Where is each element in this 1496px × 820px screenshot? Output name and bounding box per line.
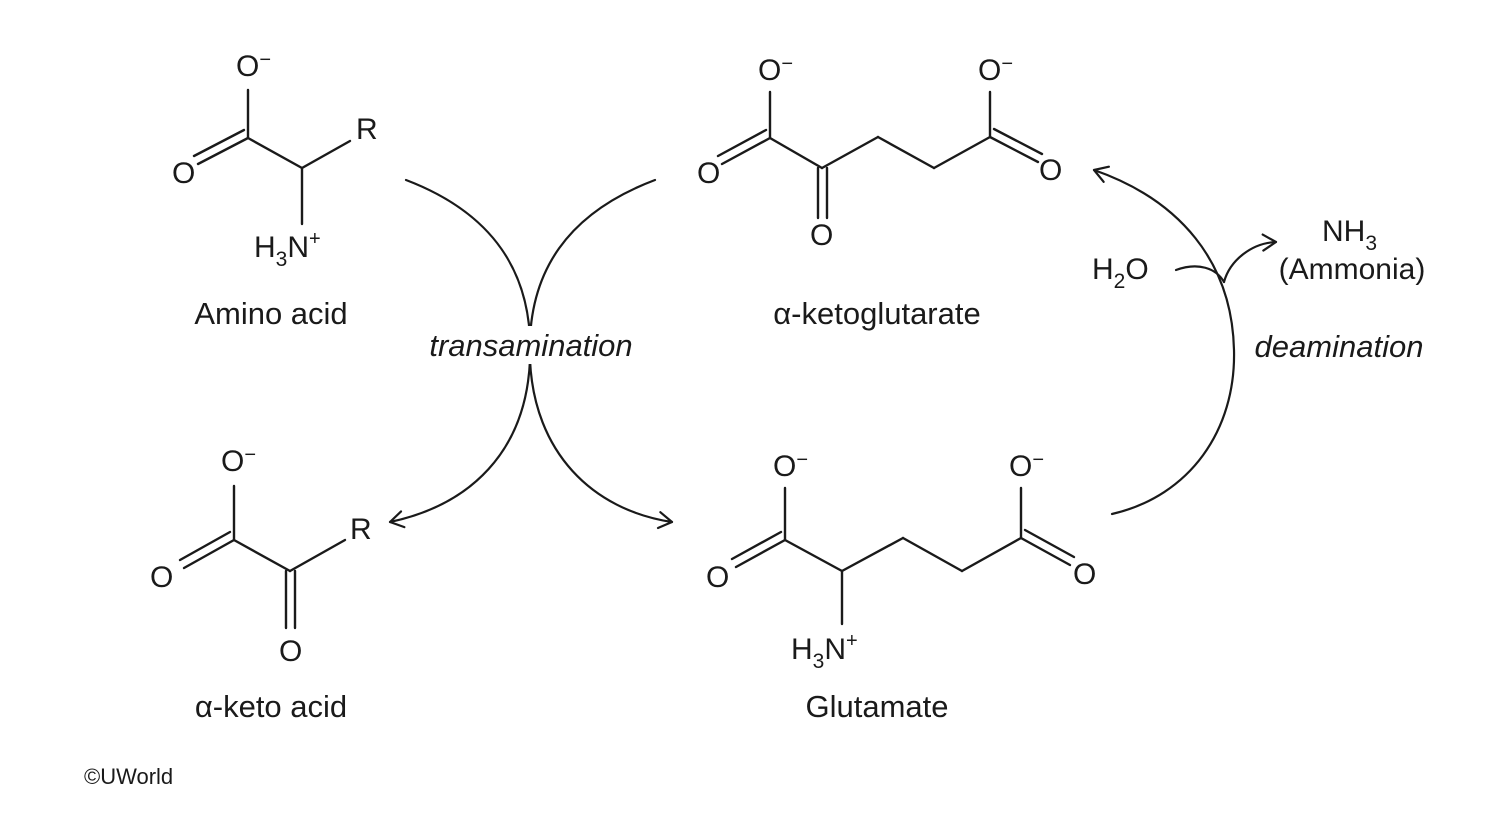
amino-acid-c-calpha-bond bbox=[246, 136, 304, 170]
glu-c1-o-double-bond-a bbox=[734, 538, 787, 569]
amino-acid-calpha-r-bond bbox=[300, 139, 352, 170]
alpha-keto-acid-label: α-keto acid bbox=[195, 689, 347, 724]
akg-keto-o: O bbox=[810, 219, 833, 252]
ammonia-out-arrow bbox=[1222, 233, 1278, 284]
akg-c4-c5-bond bbox=[932, 135, 992, 170]
ammonia-formula: NH3 bbox=[1322, 215, 1377, 255]
akg-c1-o-double-bond-b bbox=[716, 128, 768, 158]
deamination-arrows: deamination bbox=[1092, 165, 1424, 516]
akg-o-double-left: O bbox=[697, 157, 720, 190]
akg-c3-c4-bond bbox=[876, 135, 936, 170]
deamination-arrow-glutamate-to-akg bbox=[1092, 165, 1236, 516]
akg-c1-o-double-bond-a bbox=[720, 136, 772, 166]
glutamate-structure: O− O− O O H3N+ Glutamate bbox=[706, 449, 1096, 724]
glu-c4-c5-bond bbox=[960, 536, 1023, 573]
alpha-ketoglutarate-label: α-ketoglutarate bbox=[773, 296, 980, 331]
aka-c2-r-bond bbox=[288, 538, 347, 573]
glu-c3-c4-bond bbox=[901, 536, 964, 573]
glu-o-minus-right: O− bbox=[1009, 449, 1044, 483]
akg-c1-c2-bond bbox=[768, 136, 824, 170]
amino-acid-o-minus: O− bbox=[236, 49, 271, 83]
glu-c5-o-double-bond-a bbox=[1019, 536, 1072, 567]
aka-c1-c2-bond bbox=[232, 538, 292, 573]
transamination-arrows: transamination bbox=[388, 178, 674, 530]
copyright-notice: ©UWorld bbox=[84, 764, 173, 789]
akg-o-double-right: O bbox=[1039, 154, 1062, 187]
akg-c2-c3-bond bbox=[820, 135, 880, 170]
amino-acid-amine: H3N+ bbox=[254, 228, 321, 271]
akg-c5-o-double-bond-a bbox=[988, 135, 1040, 164]
akg-o-minus-right: O− bbox=[978, 53, 1013, 87]
ammonia-name: (Ammonia) bbox=[1279, 253, 1426, 286]
transamination-label: transamination bbox=[429, 328, 632, 363]
amino-acid-label: Amino acid bbox=[194, 296, 347, 331]
amino-acid-c-o-double-bond-a bbox=[196, 136, 250, 166]
akg-c5-o-double-bond-b bbox=[992, 127, 1044, 156]
alpha-ketoglutarate-structure: O− O− O O O α-ketoglutarate bbox=[697, 53, 1062, 331]
glutamate-amine: H3N+ bbox=[791, 630, 858, 673]
glutamate-label: Glutamate bbox=[805, 689, 948, 724]
aka-r-group: R bbox=[350, 513, 372, 546]
glu-c1-c2-bond bbox=[783, 538, 844, 573]
glu-c2-c3-bond bbox=[840, 536, 905, 573]
amino-acid-r-group: R bbox=[356, 113, 378, 146]
alpha-keto-acid-structure: O− O R O α-keto acid bbox=[150, 444, 372, 724]
transamination-label-backdrop bbox=[420, 326, 642, 364]
glu-c1-o-double-bond-b bbox=[730, 530, 783, 561]
glu-o-minus-left: O− bbox=[773, 449, 808, 483]
amino-acid-c-o-double-bond-b bbox=[192, 128, 246, 158]
deamination-label: deamination bbox=[1255, 329, 1424, 364]
aka-c1-o-double-bond-b bbox=[178, 530, 232, 562]
amino-acid-o-double: O bbox=[172, 157, 195, 190]
aka-o-minus: O− bbox=[221, 444, 256, 478]
aka-keto-o: O bbox=[279, 635, 302, 668]
glu-o-double-right: O bbox=[1073, 558, 1096, 591]
water-in-arrow bbox=[1174, 265, 1226, 284]
aka-o-double: O bbox=[150, 561, 173, 594]
glu-c5-o-double-bond-b bbox=[1023, 528, 1076, 559]
amino-acid-structure: O− O R H3N+ Amino acid bbox=[172, 49, 378, 331]
glu-o-double-left: O bbox=[706, 561, 729, 594]
water-label: H2O bbox=[1092, 253, 1149, 293]
aka-c1-o-double-bond-a bbox=[182, 538, 236, 570]
akg-o-minus-left: O− bbox=[758, 53, 793, 87]
